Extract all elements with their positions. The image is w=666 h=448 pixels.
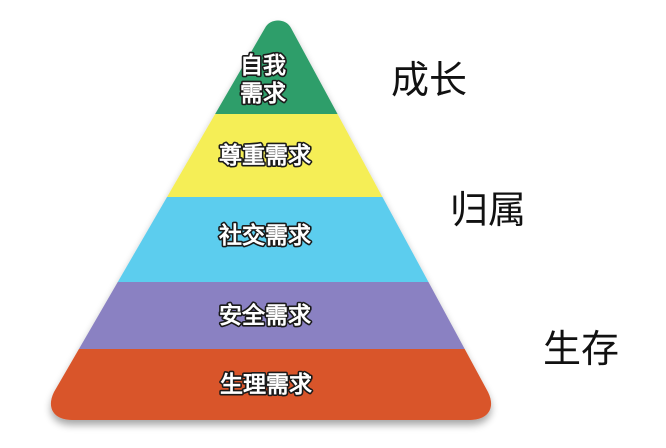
tier-2-band	[50, 114, 492, 197]
side-label-survival: 生存	[543, 327, 619, 371]
tier-4-band	[50, 282, 492, 349]
tier-1-band	[50, 20, 492, 114]
tier-5-band	[50, 349, 492, 420]
tier-1-label-line-2: 需求	[240, 81, 286, 107]
tier-3-band	[50, 197, 492, 282]
tier-5-label: 生理需求	[220, 372, 312, 398]
tier-1-label-line-1: 自我	[240, 52, 286, 79]
tier-4-label: 安全需求	[219, 302, 311, 329]
side-label-growth: 成长	[391, 58, 467, 102]
side-label-belonging: 归属	[450, 188, 526, 232]
tier-2-label: 尊重需求	[219, 142, 311, 169]
tier-3-label: 社交需求	[219, 222, 311, 249]
